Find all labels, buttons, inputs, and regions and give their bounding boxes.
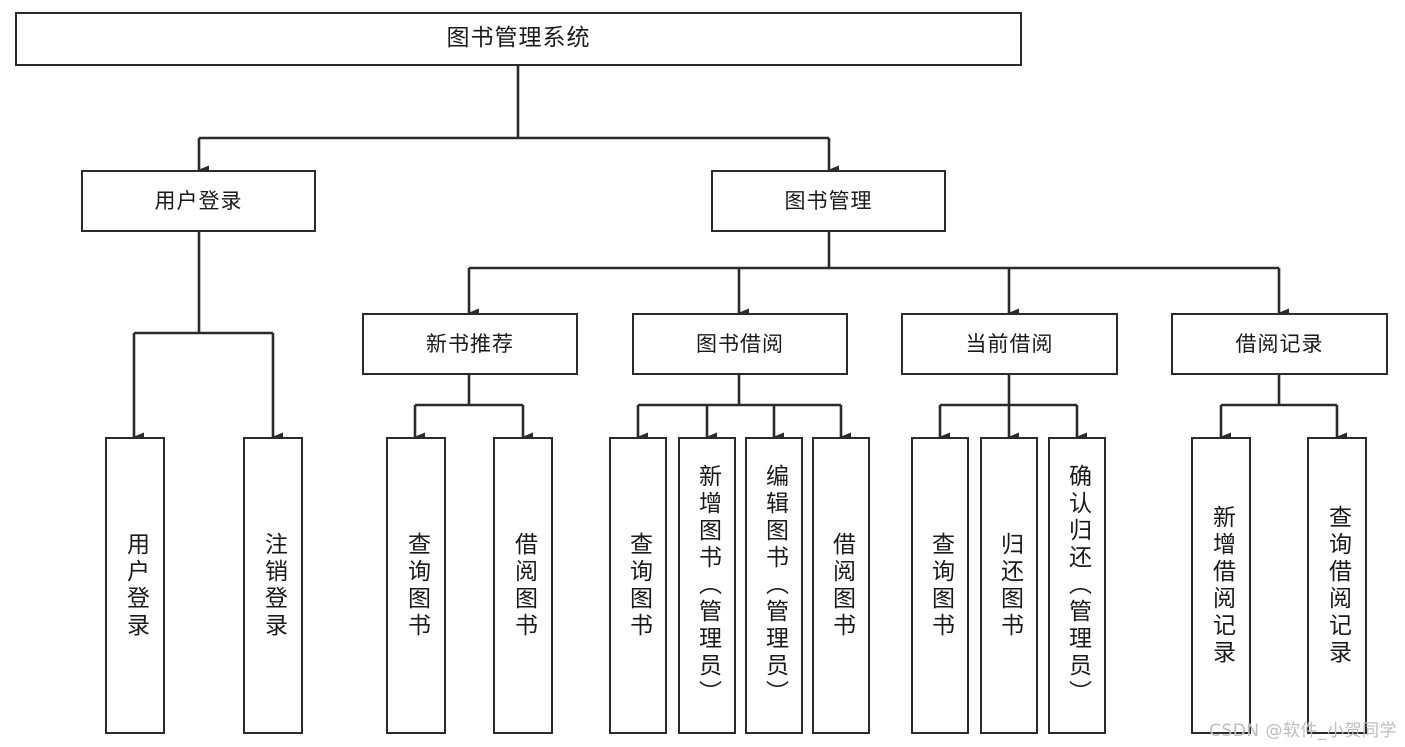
leaf-borrow-record-query[interactable]: 查询借阅记录	[1307, 437, 1367, 734]
leaf-label: 新增借阅记录	[1208, 504, 1235, 667]
leaf-label: 确认归还（管理员）	[1064, 464, 1091, 707]
leaf-label: 新增图书（管理员）	[694, 464, 721, 707]
leaf-label: 查询图书	[625, 531, 652, 640]
leaf-book-borrow-add[interactable]: 新增图书（管理员）	[678, 437, 736, 734]
leaf-label: 查询图书	[403, 531, 430, 640]
node-root[interactable]: 图书管理系统	[15, 12, 1022, 66]
node-root-label: 图书管理系统	[446, 25, 591, 52]
leaf-book-borrow-edit[interactable]: 编辑图书（管理员）	[745, 437, 803, 734]
node-current-borrow-label: 当前借阅	[965, 331, 1054, 356]
leaf-label: 编辑图书（管理员）	[761, 464, 788, 707]
node-new-book-recommend-label: 新书推荐	[426, 331, 514, 356]
leaf-current-borrow-query[interactable]: 查询图书	[911, 437, 969, 734]
leaf-label: 归还图书	[996, 531, 1023, 640]
node-new-book-recommend[interactable]: 新书推荐	[362, 313, 578, 375]
node-user-login-label: 用户登录	[154, 188, 243, 213]
node-borrow-record[interactable]: 借阅记录	[1171, 313, 1388, 375]
node-book-borrow-label: 图书借阅	[696, 331, 784, 356]
node-current-borrow[interactable]: 当前借阅	[901, 313, 1118, 375]
leaf-label: 借阅图书	[510, 531, 537, 640]
leaf-new-book-query[interactable]: 查询图书	[386, 437, 446, 734]
leaf-label: 用户登录	[122, 531, 149, 640]
leaf-user-login-logout[interactable]: 注销登录	[243, 437, 303, 734]
leaf-label: 注销登录	[260, 531, 287, 640]
leaf-label: 借阅图书	[828, 531, 855, 640]
node-user-login[interactable]: 用户登录	[81, 170, 316, 232]
node-book-management-label: 图书管理	[784, 188, 873, 213]
leaf-borrow-record-add[interactable]: 新增借阅记录	[1191, 437, 1251, 734]
node-book-borrow[interactable]: 图书借阅	[632, 313, 848, 375]
node-book-management[interactable]: 图书管理	[711, 170, 946, 232]
leaf-label: 查询图书	[927, 531, 954, 640]
node-borrow-record-label: 借阅记录	[1235, 331, 1324, 356]
leaf-book-borrow-query[interactable]: 查询图书	[609, 437, 667, 734]
leaf-current-borrow-return[interactable]: 归还图书	[980, 437, 1038, 734]
leaf-label: 查询借阅记录	[1324, 504, 1351, 667]
leaf-user-login-login[interactable]: 用户登录	[105, 437, 165, 734]
leaf-current-borrow-confirm-return[interactable]: 确认归还（管理员）	[1048, 437, 1106, 734]
leaf-book-borrow-borrow[interactable]: 借阅图书	[812, 437, 870, 734]
leaf-new-book-borrow[interactable]: 借阅图书	[493, 437, 553, 734]
watermark: CSDN @软件_小贺同学	[1209, 721, 1397, 741]
